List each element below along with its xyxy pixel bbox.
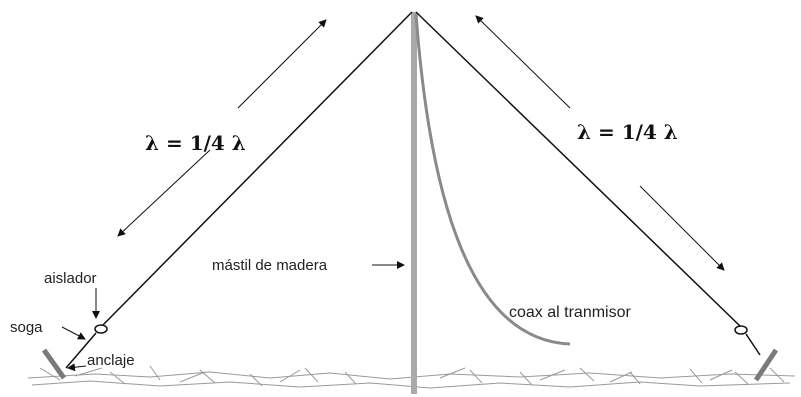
anchor-label: anclaje [87,352,135,369]
coax-label: coax al tranmisor [509,304,631,321]
coax-cable [414,13,571,346]
left-dimension-arrow-down [117,149,211,237]
left-radial-wire [101,11,413,327]
left-anchor [41,348,67,380]
insulator-label: aislador [44,270,97,287]
right-insulator [734,325,748,335]
right-radial-wire [415,11,741,327]
mast-label: mástil de madera [212,257,328,274]
ground [27,365,796,389]
lambda-left-label: λ = 1/4 λ [145,131,246,155]
right-anchor [753,348,779,382]
anchor-label-arrow [67,363,87,372]
rope-label: soga [10,319,43,336]
lambda-right-label: λ = 1/4 λ [577,120,678,144]
left-insulator [94,324,108,334]
rope-label-arrow [61,326,86,340]
right-rope [745,333,761,356]
right-dimension-arrow-down [639,185,725,271]
right-dimension-arrow-up [475,15,571,109]
left-dimension-arrow-up [237,19,327,109]
left-rope [65,332,97,369]
